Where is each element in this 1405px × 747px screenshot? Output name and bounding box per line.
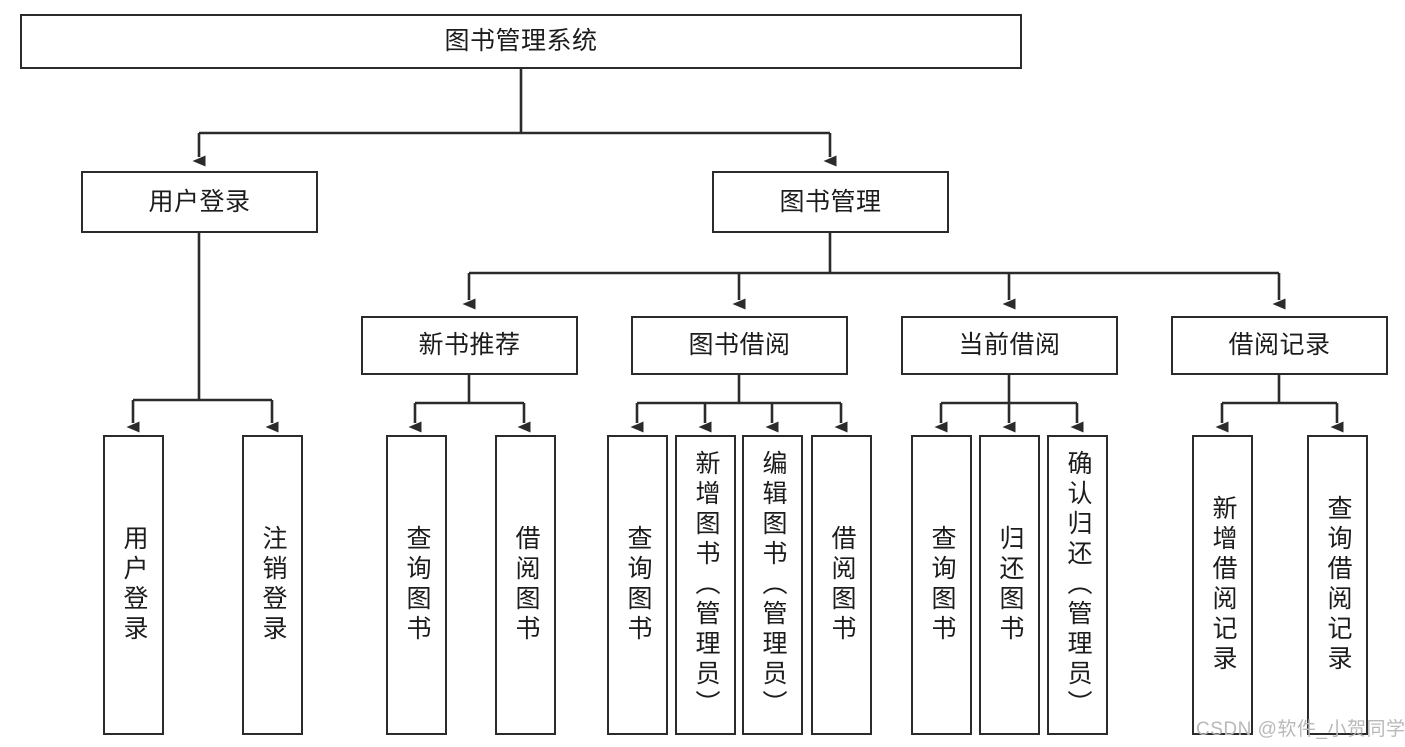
node-label: 图书管理	[779, 187, 882, 216]
leaf-user-login[interactable]: 用户登录	[103, 435, 164, 735]
leaf-query-book-recommend[interactable]: 查询图书	[386, 435, 447, 735]
leaf-borrow-book[interactable]: 借阅图书	[811, 435, 872, 735]
node-label: 查询借阅记录	[1324, 495, 1352, 675]
leaf-edit-book-admin[interactable]: 编辑图书（管理员）	[742, 435, 803, 735]
node-borrow-record[interactable]: 借阅记录	[1171, 316, 1388, 375]
node-label: 查询图书	[928, 525, 956, 645]
node-root-book-management-system[interactable]: 图书管理系统	[20, 14, 1022, 69]
node-label: 借阅图书	[512, 525, 540, 645]
node-label: 归还图书	[996, 525, 1024, 645]
node-label: 用户登录	[120, 525, 148, 645]
node-label: 查询图书	[624, 525, 652, 645]
leaf-query-book-borrow[interactable]: 查询图书	[607, 435, 668, 735]
leaf-logout[interactable]: 注销登录	[242, 435, 303, 735]
node-current-borrow[interactable]: 当前借阅	[901, 316, 1118, 375]
leaf-query-book-current[interactable]: 查询图书	[911, 435, 972, 735]
leaf-add-book-admin[interactable]: 新增图书（管理员）	[675, 435, 736, 735]
node-user-login[interactable]: 用户登录	[81, 171, 318, 233]
node-label: 当前借阅	[958, 331, 1061, 360]
node-new-book-recommend[interactable]: 新书推荐	[361, 316, 578, 375]
node-label: 新书推荐	[418, 331, 521, 360]
leaf-add-borrow-record[interactable]: 新增借阅记录	[1192, 435, 1253, 735]
node-book-management[interactable]: 图书管理	[712, 171, 949, 233]
leaf-borrow-book-recommend[interactable]: 借阅图书	[495, 435, 556, 735]
leaf-query-borrow-record[interactable]: 查询借阅记录	[1307, 435, 1368, 735]
node-label: 图书管理系统	[444, 27, 598, 56]
node-label: 新增借阅记录	[1209, 495, 1237, 675]
node-label: 借阅记录	[1228, 331, 1331, 360]
node-label: 确认归还（管理员）	[1064, 450, 1092, 720]
node-label: 用户登录	[148, 187, 251, 216]
leaf-return-book[interactable]: 归还图书	[979, 435, 1040, 735]
node-label: 注销登录	[259, 525, 287, 645]
node-book-borrow[interactable]: 图书借阅	[631, 316, 848, 375]
node-label: 图书借阅	[688, 331, 791, 360]
node-label: 借阅图书	[828, 525, 856, 645]
node-label: 查询图书	[403, 525, 431, 645]
node-label: 编辑图书（管理员）	[759, 450, 787, 720]
leaf-confirm-return-admin[interactable]: 确认归还（管理员）	[1047, 435, 1108, 735]
node-label: 新增图书（管理员）	[692, 450, 720, 720]
